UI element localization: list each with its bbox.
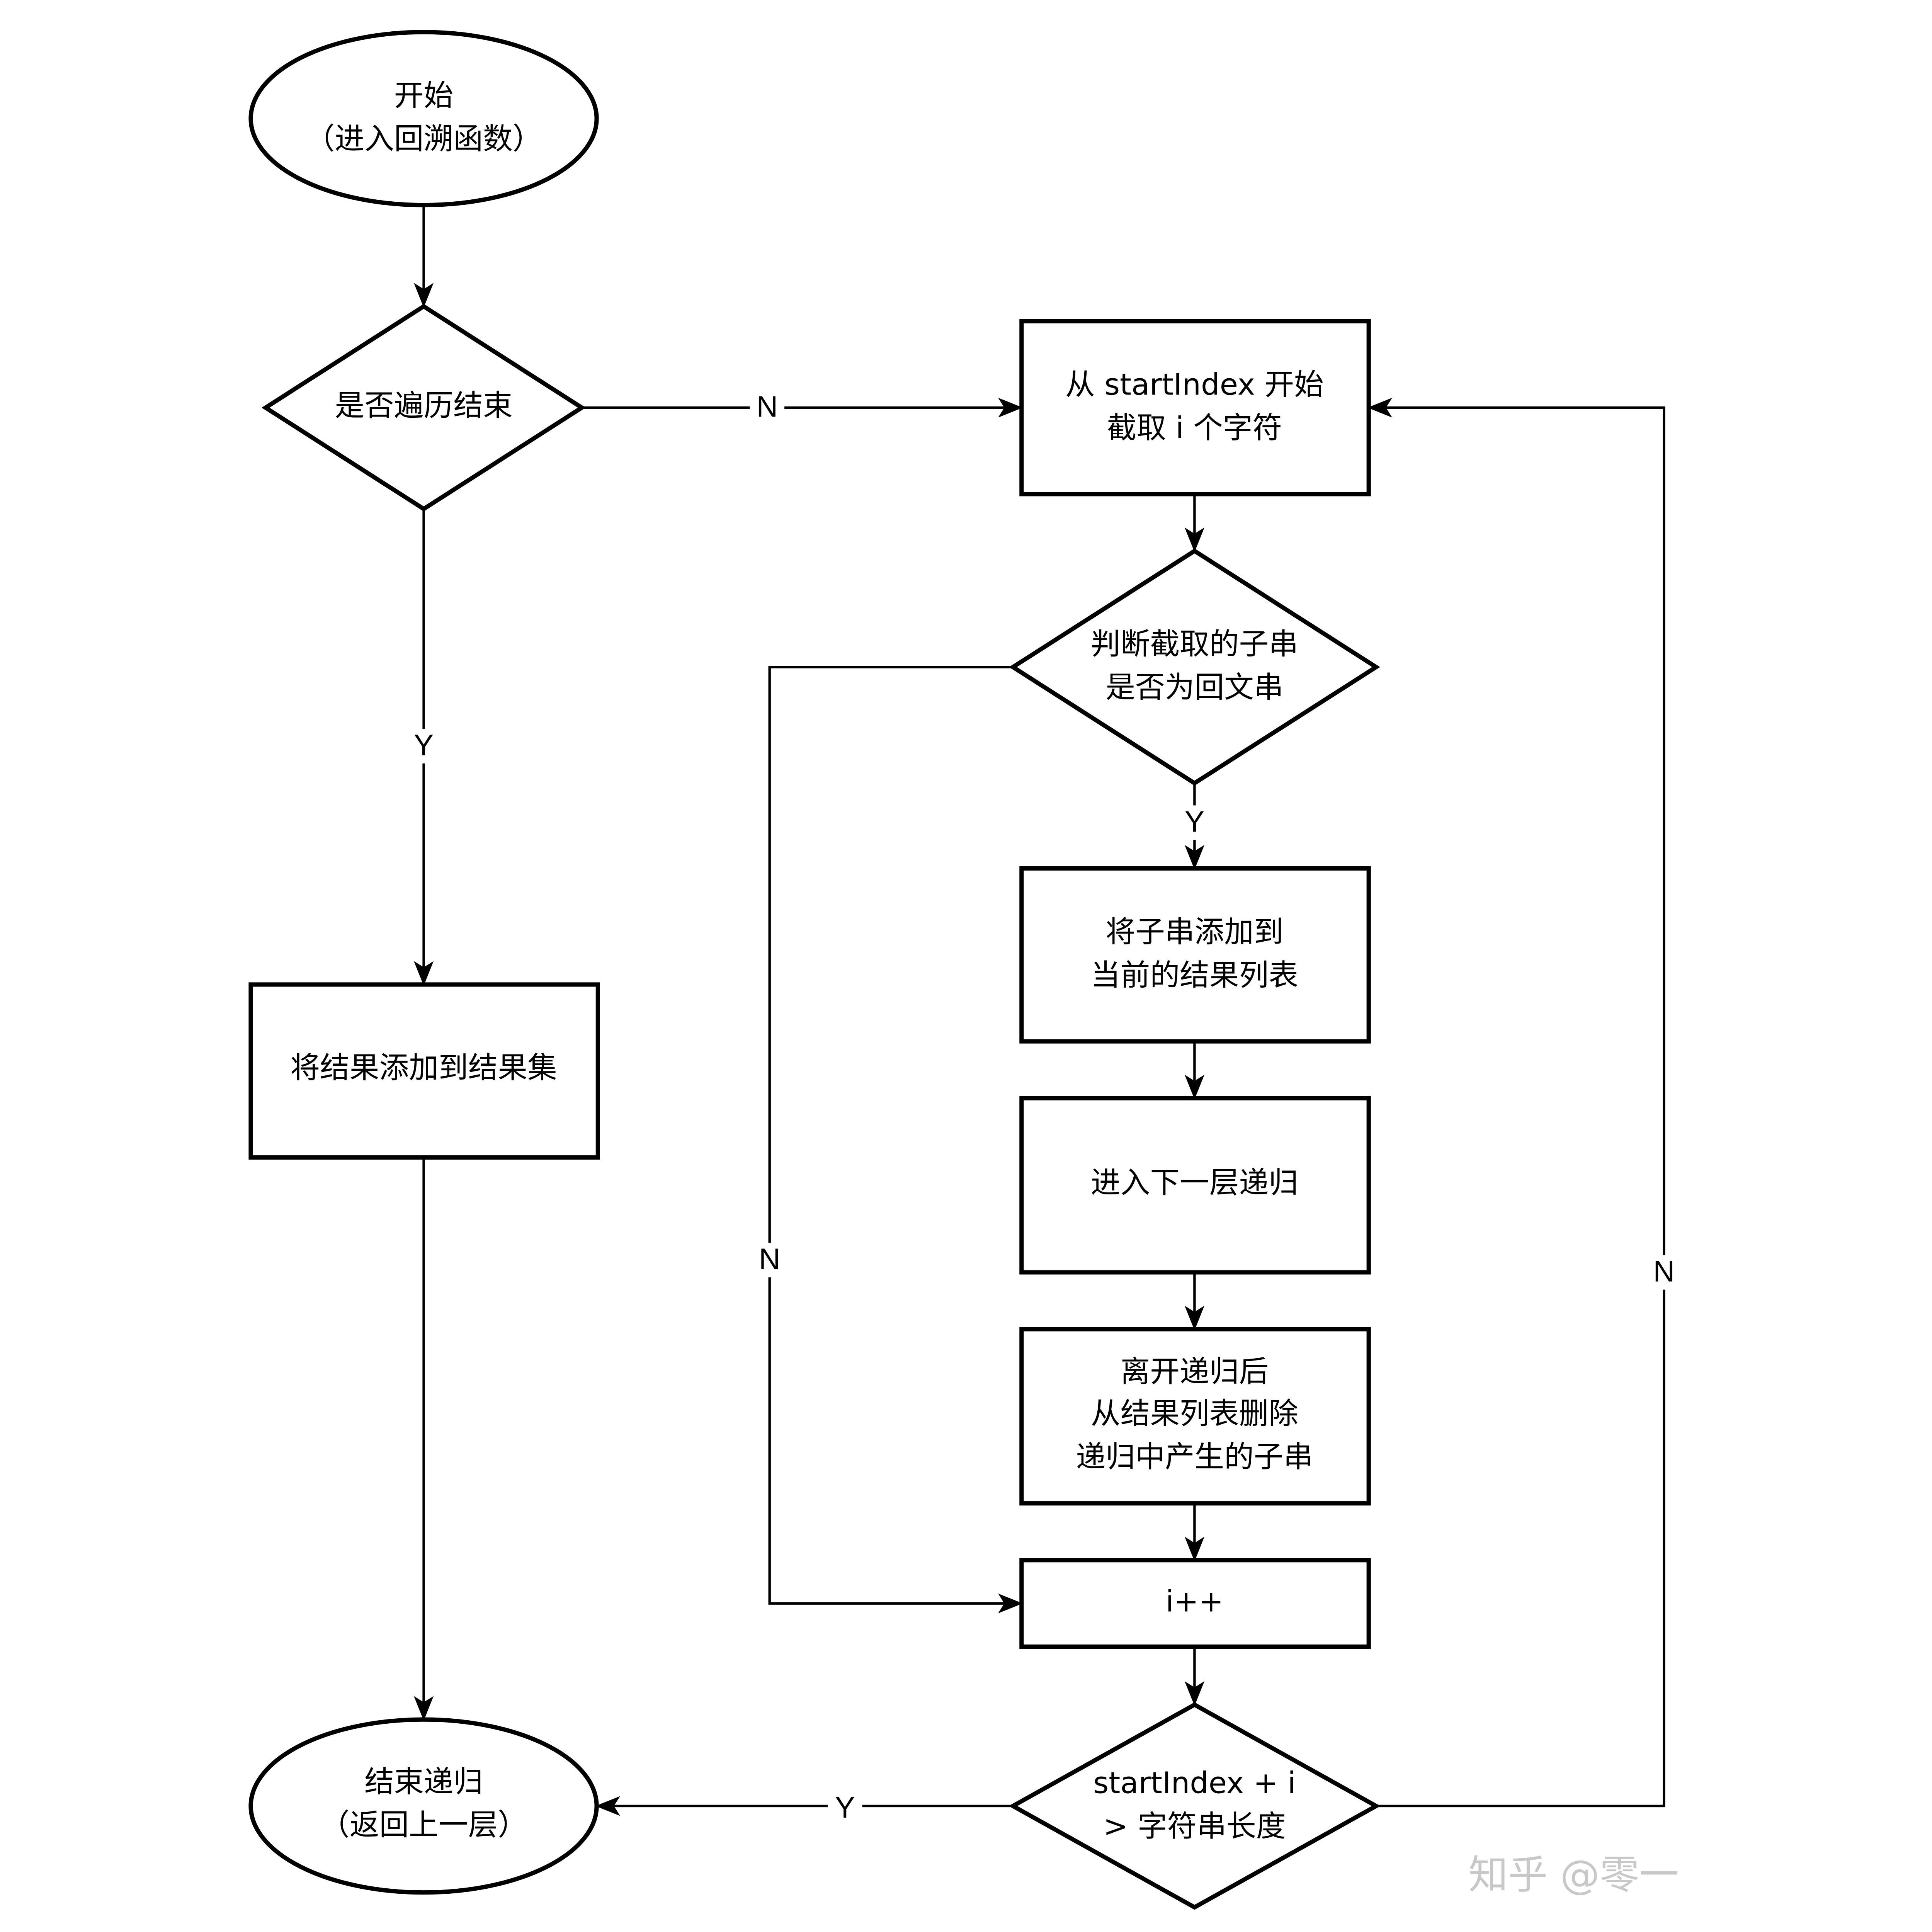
node-end: 结束递归 （返回上一层） xyxy=(248,1717,599,1895)
svg-text:从结果列表删除: 从结果列表删除 xyxy=(1091,1397,1298,1431)
node-check-length: startIndex + i > 字符串长度 xyxy=(1008,1702,1381,1910)
node-start: 开始 （进入回溯函数） xyxy=(248,30,599,207)
edges xyxy=(413,206,1665,1816)
svg-text:进入下一层递归: 进入下一层递归 xyxy=(1091,1166,1298,1200)
label-check-yes: Y xyxy=(414,729,434,762)
edge-len-no xyxy=(1367,398,1665,1808)
svg-text:开始: 开始 xyxy=(394,79,453,113)
node-add-result: 将结果添加到结果集 xyxy=(248,982,600,1160)
node-add-substring: 将子串添加到 当前的结果列表 xyxy=(1019,866,1371,1044)
label-check-no: N xyxy=(757,390,778,423)
svg-text:判断截取的子串: 判断截取的子串 xyxy=(1091,627,1298,662)
svg-text:离开递归后: 离开递归后 xyxy=(1121,1355,1269,1389)
svg-text:结束递归: 结束递归 xyxy=(364,1765,483,1799)
label-len-yes: Y xyxy=(835,1791,855,1824)
node-recurse: 进入下一层递归 xyxy=(1019,1096,1371,1275)
svg-text:当前的结果列表: 当前的结果列表 xyxy=(1091,958,1298,993)
svg-text:（进入回溯函数）: （进入回溯函数） xyxy=(305,122,543,156)
watermark: 知乎 @零一 xyxy=(1469,1852,1679,1898)
node-increment: i++ xyxy=(1019,1558,1371,1649)
node-check-end: 是否遍历结束 xyxy=(261,304,586,512)
svg-text:将子串添加到: 将子串添加到 xyxy=(1105,915,1283,949)
label-len-no: N xyxy=(1653,1255,1675,1288)
svg-text:是否遍历结束: 是否遍历结束 xyxy=(335,389,512,423)
edge-pal-no xyxy=(768,666,1023,1614)
svg-text:递归中产生的子串: 递归中产生的子串 xyxy=(1076,1440,1313,1475)
svg-text:是否为回文串: 是否为回文串 xyxy=(1105,670,1283,705)
edge-labels: N Y Y N Y N xyxy=(406,390,1682,1826)
label-pal-no: N xyxy=(759,1243,780,1276)
svg-text:从 startIndex 开始: 从 startIndex 开始 xyxy=(1065,368,1324,402)
node-is-palindrome: 判断截取的子串 是否为回文串 xyxy=(1009,548,1380,786)
svg-text:startIndex + i: startIndex + i xyxy=(1093,1766,1296,1801)
label-pal-yes: Y xyxy=(1185,806,1204,838)
svg-text:i++: i++ xyxy=(1165,1585,1223,1619)
svg-text:截取 i 个字符: 截取 i 个字符 xyxy=(1107,411,1282,446)
node-backtrack: 离开递归后 从结果列表删除 递归中产生的子串 xyxy=(1019,1327,1371,1506)
svg-text:（返回上一层）: （返回上一层） xyxy=(320,1808,527,1842)
svg-text:> 字符串长度: > 字符串长度 xyxy=(1103,1809,1286,1844)
svg-text:将结果添加到结果集: 将结果添加到结果集 xyxy=(290,1051,557,1085)
node-substring: 从 startIndex 开始 截取 i 个字符 xyxy=(1019,319,1371,497)
